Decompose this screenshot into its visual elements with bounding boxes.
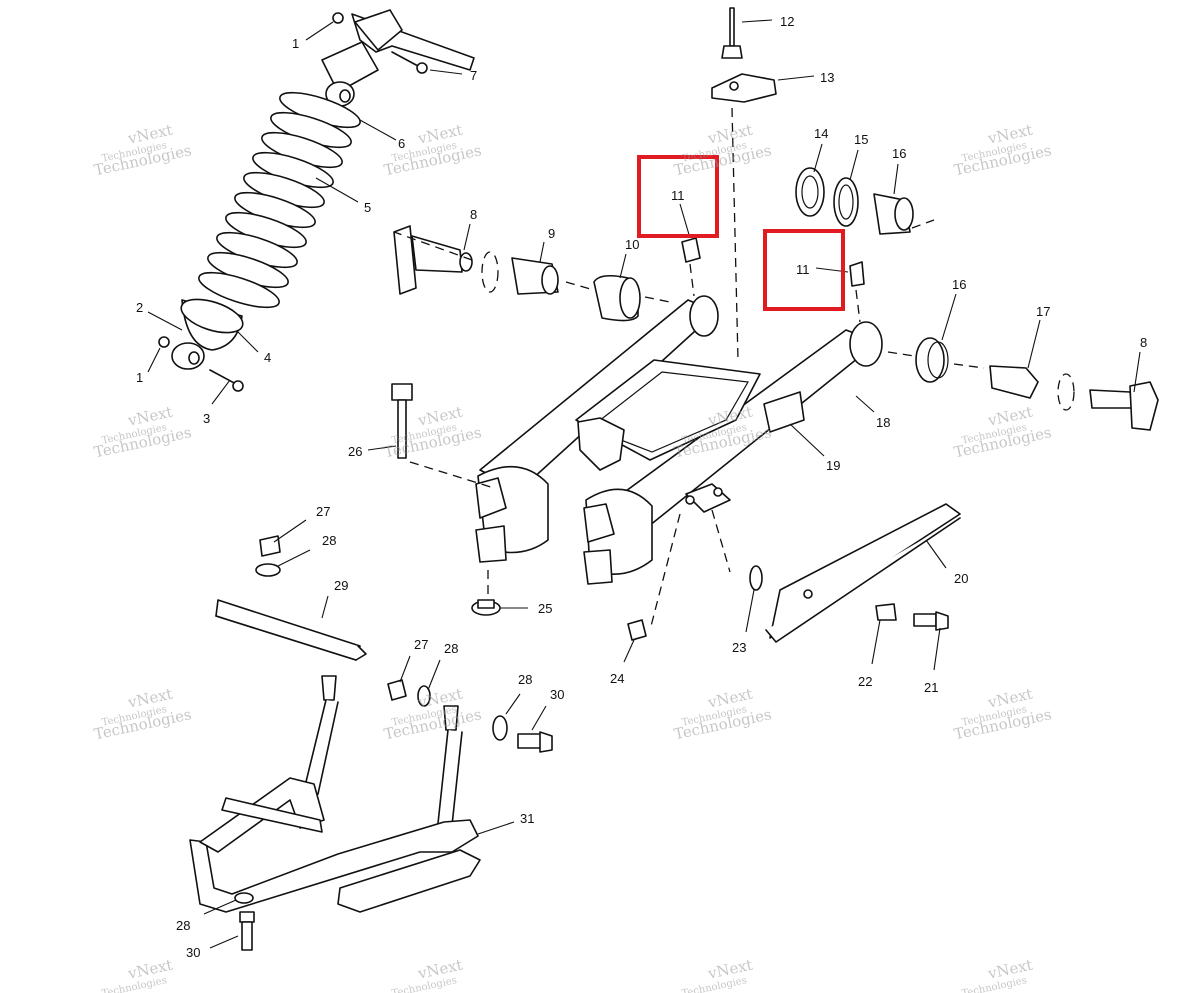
- bolt-26: [391, 383, 495, 489]
- callout-10: 10: [625, 237, 639, 252]
- center-hardware: [387, 679, 553, 753]
- watermark: vNext Technologies: [101, 956, 174, 993]
- callout-labels: 1 7 6 5 2 1 4 3 8 9 10 11 11 12 13 14 15…: [136, 14, 1147, 960]
- callout-6: 6: [398, 136, 405, 151]
- nut-washer-left: [255, 535, 281, 577]
- callout-7: 7: [470, 68, 477, 83]
- callout-2: 2: [136, 300, 143, 315]
- highlight-box-grease-fitting-left: [637, 155, 719, 238]
- callout-18: 18: [876, 415, 890, 430]
- callout-28: 28: [518, 672, 532, 687]
- callout-17: 17: [1036, 304, 1050, 319]
- callout-15: 15: [854, 132, 868, 147]
- callout-28: 28: [322, 533, 336, 548]
- left-pivot-parts: [393, 225, 671, 322]
- watermark: vNext Technologies Technologies: [382, 121, 483, 180]
- callout-16: 16: [952, 277, 966, 292]
- hardware-21-24: [627, 509, 949, 641]
- plate-29: [215, 599, 367, 661]
- callout-20: 20: [954, 571, 968, 586]
- watermark: vNext Technologies Technologies: [952, 121, 1053, 180]
- highlight-box-grease-fitting-right: [763, 229, 845, 311]
- callout-9: 9: [548, 226, 555, 241]
- skid-20: [765, 503, 961, 643]
- shock-absorber: [158, 9, 475, 392]
- callout-31: 31: [520, 811, 534, 826]
- callout-28: 28: [176, 918, 190, 933]
- callout-1: 1: [136, 370, 143, 385]
- watermark: vNext Technologies: [391, 956, 464, 993]
- callout-28: 28: [444, 641, 458, 656]
- watermark: vNext Technologies Technologies: [382, 403, 483, 462]
- bumper-31: [189, 675, 481, 951]
- callout-8: 8: [1140, 335, 1147, 350]
- callout-29: 29: [334, 578, 348, 593]
- callout-14: 14: [814, 126, 828, 141]
- watermark: vNext Technologies Technologies: [952, 685, 1053, 744]
- callout-5: 5: [364, 200, 371, 215]
- callout-13: 13: [820, 70, 834, 85]
- watermark: vNext Technologies Technologies: [92, 403, 193, 462]
- right-pivot-parts: [795, 167, 1159, 431]
- callout-19: 19: [826, 458, 840, 473]
- callout-8: 8: [470, 207, 477, 222]
- callout-30: 30: [186, 945, 200, 960]
- watermark: vNext Technologies Technologies: [672, 685, 773, 744]
- callout-11: 11: [796, 262, 810, 277]
- callout-23: 23: [732, 640, 746, 655]
- callout-16: 16: [892, 146, 906, 161]
- callout-25: 25: [538, 601, 552, 616]
- watermark: vNext Technologies Technologies: [92, 685, 193, 744]
- callout-27: 27: [414, 637, 428, 652]
- watermark: vNext Technologies Technologies: [952, 403, 1053, 462]
- callout-22: 22: [858, 674, 872, 689]
- swingarm: [475, 295, 883, 585]
- callout-24: 24: [610, 671, 624, 686]
- callout-12: 12: [780, 14, 794, 29]
- coil-spring: [198, 91, 361, 309]
- callout-11: 11: [671, 188, 685, 203]
- watermark: vNext Technologies: [681, 956, 754, 993]
- watermark: vNext Technologies Technologies: [92, 121, 193, 180]
- callout-1: 1: [292, 36, 299, 51]
- callout-26: 26: [348, 444, 362, 459]
- callout-4: 4: [264, 350, 271, 365]
- callout-21: 21: [924, 680, 938, 695]
- leader-lines: [147, 19, 1141, 949]
- nut-25: [471, 570, 501, 616]
- callout-27: 27: [316, 504, 330, 519]
- callout-3: 3: [203, 411, 210, 426]
- callout-30: 30: [550, 687, 564, 702]
- upper-hardware: [681, 7, 865, 361]
- watermark: vNext Technologies: [961, 956, 1034, 993]
- watermark: vNext Technologies Technologies: [672, 121, 773, 180]
